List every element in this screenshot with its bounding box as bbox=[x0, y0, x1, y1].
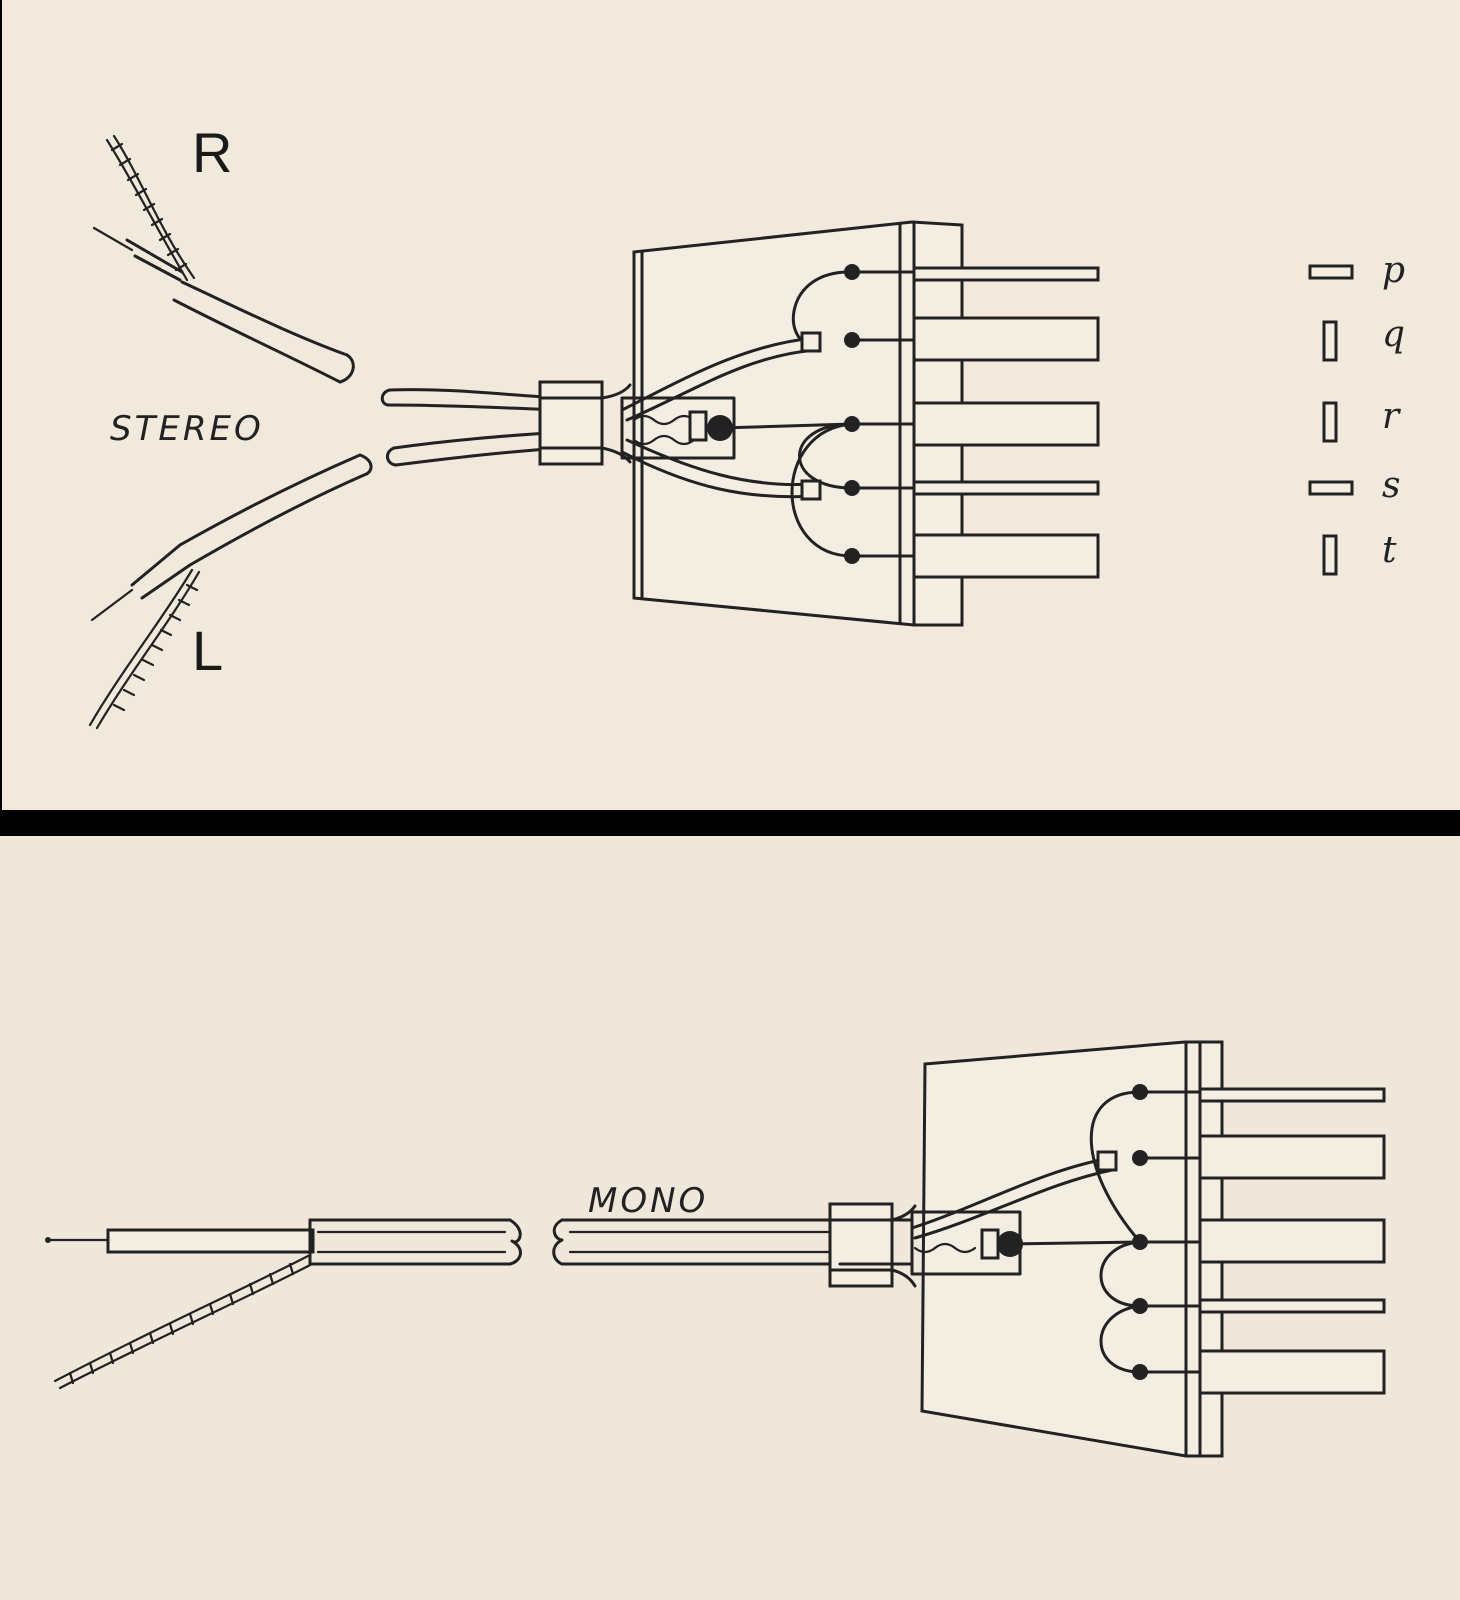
mono-pin-p bbox=[1198, 1087, 1386, 1103]
mono-plug-pins bbox=[1198, 1087, 1386, 1395]
stereo-wiring-diagram: R L STEREO bbox=[88, 121, 1405, 730]
legend-label-t: t bbox=[1382, 530, 1397, 571]
legend-label-s: s bbox=[1382, 465, 1400, 506]
right-cable-jacket bbox=[172, 280, 349, 384]
pin-q bbox=[912, 316, 1100, 362]
legend-symbol-s bbox=[1308, 480, 1354, 496]
right-core-wire bbox=[92, 226, 134, 252]
legend-symbol-q bbox=[1322, 320, 1338, 362]
mono-internal-wiring bbox=[910, 1084, 1202, 1380]
left-cable-end bbox=[358, 453, 373, 477]
legend-label-q: q bbox=[1382, 314, 1405, 355]
left-shield-braid bbox=[88, 568, 201, 730]
legend-symbol-t bbox=[1322, 534, 1338, 576]
mono-pin-s bbox=[1198, 1298, 1386, 1314]
legend-symbol-p bbox=[1308, 264, 1354, 280]
label-right-channel: R bbox=[192, 121, 232, 184]
left-core-wire bbox=[90, 588, 134, 622]
left-cable-jacket bbox=[178, 453, 366, 567]
pin-s bbox=[912, 480, 1100, 496]
mono-wiring-diagram: MONO bbox=[45, 1040, 1386, 1458]
stereo-plug-body bbox=[538, 220, 964, 627]
right-cable-end bbox=[338, 353, 355, 384]
mono-pin-q bbox=[1198, 1134, 1386, 1180]
stereo-wiring-panel: R L STEREO bbox=[0, 0, 1460, 810]
mono-cable-right-section bbox=[552, 1218, 842, 1266]
right-inner-insulation bbox=[125, 238, 184, 282]
mono-plug-body bbox=[828, 1040, 1224, 1458]
mono-shield-braid bbox=[53, 1254, 314, 1390]
stereo-cable-upper-in bbox=[386, 388, 564, 412]
pin-p bbox=[912, 266, 1100, 282]
mono-cable-left-section bbox=[45, 1218, 522, 1266]
panel-divider bbox=[0, 810, 1460, 836]
right-shield-braid bbox=[105, 134, 196, 282]
pin-r bbox=[912, 401, 1100, 447]
legend-symbol-r bbox=[1322, 401, 1338, 443]
pin-t bbox=[912, 533, 1100, 579]
left-inner-insulation bbox=[130, 543, 192, 600]
mono-pin-r bbox=[1198, 1218, 1386, 1264]
mono-pin-t bbox=[1198, 1349, 1386, 1395]
legend-label-p: p bbox=[1382, 250, 1405, 291]
label-mono: MONO bbox=[588, 1181, 708, 1221]
pin-legend: p q r s t bbox=[1308, 250, 1405, 576]
label-stereo: STEREO bbox=[110, 409, 264, 449]
mono-wiring-panel: MONO bbox=[0, 836, 1460, 1600]
stereo-internal-wiring bbox=[620, 264, 916, 564]
label-left-channel: L bbox=[192, 619, 223, 682]
legend-label-r: r bbox=[1382, 396, 1401, 437]
stereo-cable-lower-in bbox=[392, 430, 564, 467]
